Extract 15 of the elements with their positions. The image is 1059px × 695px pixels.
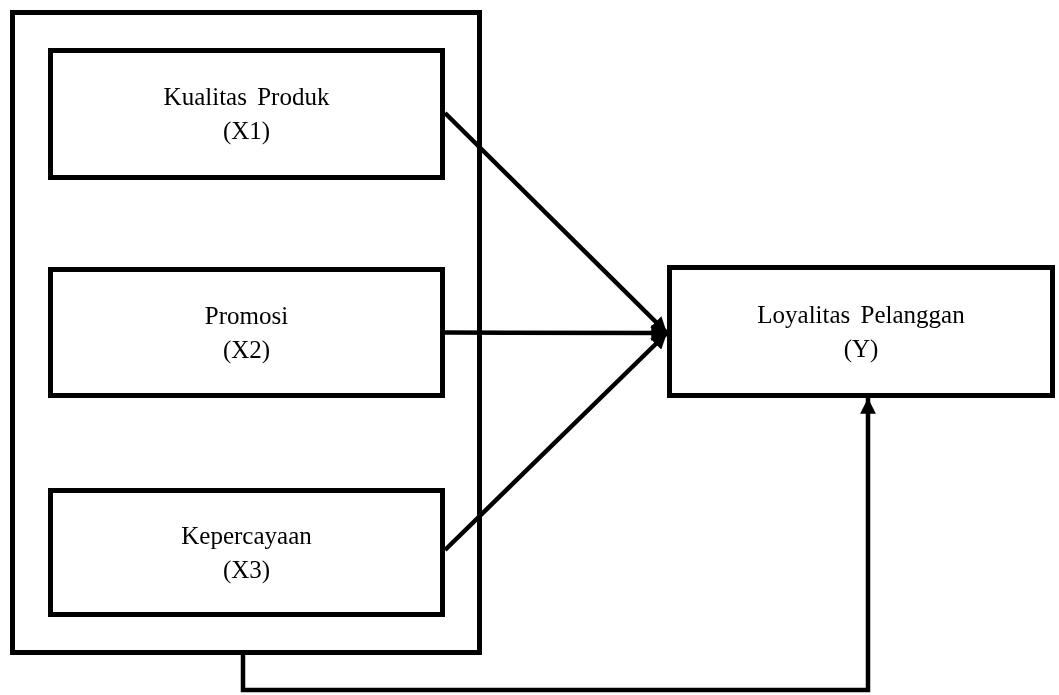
variable-box	[48, 267, 445, 398]
variable-name: Kepercayaan	[181, 520, 312, 551]
variable-code: (Y)	[843, 333, 879, 364]
arrow	[445, 325, 667, 341]
variable-box	[667, 265, 1055, 398]
variable-code: (X3)	[222, 554, 271, 586]
variable-box	[48, 48, 445, 180]
variable-code: (X2)	[222, 334, 271, 366]
variable-name: Loyalitas Pelanggan	[757, 299, 965, 330]
variable-name: Promosi	[204, 300, 289, 331]
variable-box	[48, 488, 445, 617]
variable-name: Kualitas Produk	[163, 82, 330, 112]
arrow	[240, 398, 876, 693]
group-box	[10, 10, 482, 655]
variable-code: (X1)	[222, 116, 271, 147]
